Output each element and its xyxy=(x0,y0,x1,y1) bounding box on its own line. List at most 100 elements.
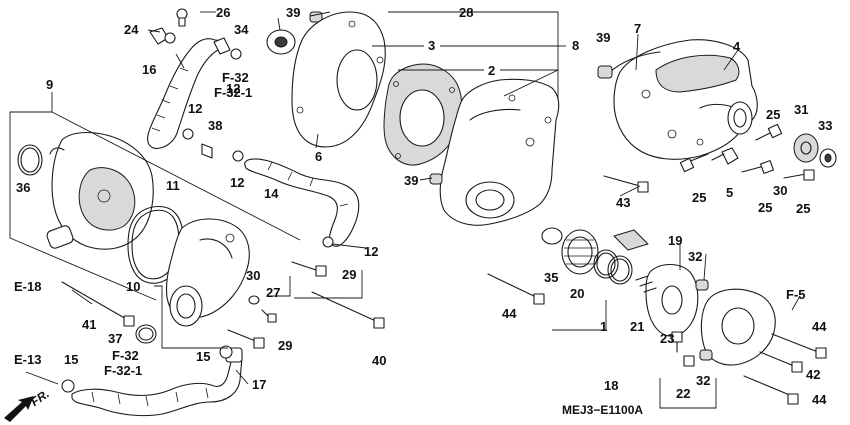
callout-8: 8 xyxy=(572,38,579,53)
callout-30a: 30 xyxy=(246,268,260,283)
seal-34-drawing xyxy=(266,29,296,55)
small-bolts-drawing xyxy=(227,261,327,349)
sensor-5-drawing xyxy=(711,147,739,165)
callout-38: 38 xyxy=(208,118,222,133)
callout-14: 14 xyxy=(264,186,279,201)
cover-2-drawing xyxy=(383,63,463,166)
gasket-11-drawing xyxy=(127,205,184,284)
oring-37-drawing xyxy=(135,324,157,344)
ref-f32-1-bottom: F-32-1 xyxy=(104,363,142,378)
callout-23: 23 xyxy=(660,331,674,346)
callout-6: 6 xyxy=(315,149,322,164)
callout-7: 7 xyxy=(634,21,641,36)
callout-25b: 25 xyxy=(692,190,706,205)
housing-10-drawing xyxy=(165,218,250,327)
cap-33-drawing xyxy=(819,148,837,168)
callout-25c: 25 xyxy=(758,200,772,215)
reference-codes: F-32 F-32-1 E-18 F-32 F-32-1 E-13 F-5 xyxy=(14,70,806,378)
callout-43: 43 xyxy=(616,195,630,210)
hose-14-drawing xyxy=(244,158,360,247)
callout-40: 40 xyxy=(372,353,386,368)
callout-39c: 39 xyxy=(596,30,610,45)
callout-11: 11 xyxy=(166,178,180,193)
callout-44a: 44 xyxy=(502,306,517,321)
callout-17: 17 xyxy=(252,377,266,392)
callout-labels: 1 2 3 4 5 6 7 8 9 10 11 12 12 12 12 14 1… xyxy=(16,5,832,407)
callout-26: 26 xyxy=(216,5,230,20)
callout-3: 3 xyxy=(428,38,435,53)
callout-44c: 44 xyxy=(812,392,827,407)
callout-33: 33 xyxy=(818,118,832,133)
ref-e18: E-18 xyxy=(14,279,41,294)
ref-f5: F-5 xyxy=(786,287,806,302)
callout-15b: 15 xyxy=(196,349,210,364)
hose-16-drawing xyxy=(147,37,231,149)
cover-32-drawing xyxy=(695,279,776,366)
callout-16: 16 xyxy=(142,62,156,77)
callout-37: 37 xyxy=(108,331,122,346)
callout-10: 10 xyxy=(126,279,140,294)
callout-25d: 25 xyxy=(796,201,810,216)
callout-34: 34 xyxy=(234,22,249,37)
callout-44b: 44 xyxy=(812,319,827,334)
callout-30b: 30 xyxy=(773,183,787,198)
front-label: FR. xyxy=(28,387,52,410)
callout-12a: 12 xyxy=(226,81,240,96)
callout-24: 24 xyxy=(124,22,139,37)
long-bolts-drawing xyxy=(61,273,827,405)
bolt-23-drawing xyxy=(671,331,695,367)
callout-18: 18 xyxy=(604,378,618,393)
callout-22: 22 xyxy=(676,386,690,401)
callout-12b: 12 xyxy=(188,101,202,116)
diagram-code: MEJ3−E1100A xyxy=(562,403,643,417)
callout-28: 28 xyxy=(459,5,473,20)
callout-41: 41 xyxy=(82,317,96,332)
callout-42: 42 xyxy=(806,367,820,382)
ref-f32-1-top: F-32-1 xyxy=(214,85,252,100)
callout-32b: 32 xyxy=(696,373,710,388)
ref-f32-bottom: F-32 xyxy=(112,348,139,363)
clamp-15-drawing xyxy=(61,345,233,393)
callout-12d: 12 xyxy=(364,244,378,259)
callout-19: 19 xyxy=(668,233,682,248)
callout-5: 5 xyxy=(726,185,733,200)
front-direction-arrow xyxy=(4,396,34,422)
callout-31: 31 xyxy=(794,102,808,117)
pump-body-9-drawing xyxy=(46,131,154,250)
callout-20: 20 xyxy=(570,286,584,301)
callout-2: 2 xyxy=(488,63,495,78)
seal-stack-drawing xyxy=(541,227,657,293)
callout-1: 1 xyxy=(600,319,607,334)
callout-39a: 39 xyxy=(286,5,300,20)
hose-17-drawing xyxy=(71,347,243,417)
callout-9: 9 xyxy=(46,77,53,92)
callout-29b: 29 xyxy=(278,338,292,353)
bracket-lines xyxy=(9,11,801,409)
dowel-39-right-drawing xyxy=(597,65,613,79)
dowel-39-mid-drawing xyxy=(429,173,443,185)
callout-12c: 12 xyxy=(230,175,244,190)
oring-36-drawing xyxy=(17,144,43,176)
bolt-25-cluster-drawing xyxy=(679,123,815,181)
callout-35: 35 xyxy=(544,270,558,285)
callout-4: 4 xyxy=(733,39,741,54)
water-pump-housing-drawing xyxy=(439,78,560,226)
clip-24-drawing xyxy=(149,8,188,45)
part-31-drawing xyxy=(793,133,819,163)
bolt-43-drawing xyxy=(603,175,649,193)
ref-e13: E-13 xyxy=(14,352,41,367)
ref-f32-top: F-32 xyxy=(222,70,249,85)
callout-25a: 25 xyxy=(766,107,780,122)
clamps-12-drawing xyxy=(182,48,334,248)
callout-29a: 29 xyxy=(342,267,356,282)
callout-15a: 15 xyxy=(64,352,78,367)
callout-36: 36 xyxy=(16,180,30,195)
callout-21: 21 xyxy=(630,319,644,334)
gasket-6-drawing xyxy=(291,11,386,148)
callout-27: 27 xyxy=(266,285,280,300)
callout-32a: 32 xyxy=(688,249,702,264)
gasket-19-drawing xyxy=(645,263,699,337)
callout-39b: 39 xyxy=(404,173,418,188)
housing-4-drawing xyxy=(607,39,758,160)
